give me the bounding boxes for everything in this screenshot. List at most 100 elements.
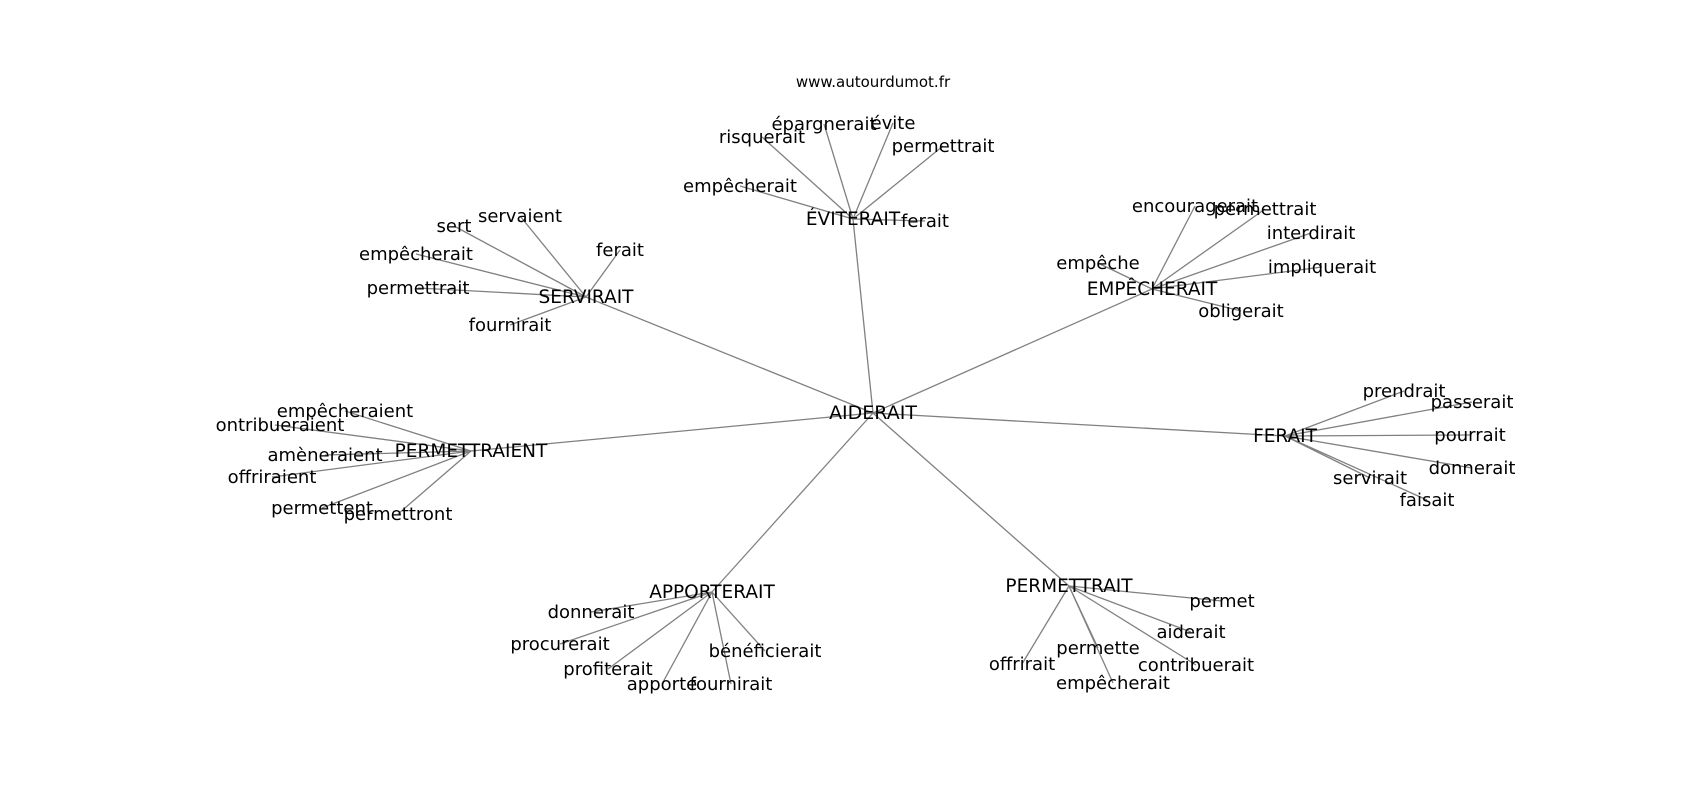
- leaf-node-label: faisait: [1400, 490, 1455, 511]
- leaf-node-label: contribuerait: [1138, 655, 1254, 676]
- leaf-node-label: apporte: [627, 674, 697, 695]
- edge-root-to-hub: [872, 412, 1286, 437]
- edge-hub-to-leaf: [321, 450, 472, 509]
- leaf-node-label: bénéficierait: [709, 641, 822, 662]
- leaf-node-label: encouragerait: [1132, 196, 1258, 217]
- edge-hub-to-leaf: [711, 591, 766, 652]
- edge-hub-to-leaf: [1284, 435, 1473, 469]
- leaf-node-label: procurerait: [510, 634, 609, 655]
- leaf-node-label: donnerait: [548, 602, 635, 623]
- edge-hub-to-leaf: [1068, 585, 1223, 602]
- edge-hub-to-leaf: [1151, 205, 1196, 290]
- leaf-node-label: fournirait: [469, 315, 552, 336]
- leaf-node-label: impliquerait: [1268, 257, 1376, 278]
- leaf-node-label: empêcherait: [683, 176, 797, 197]
- edge-hub-to-leaf: [397, 450, 472, 515]
- watermark: www.autourdumot.fr: [796, 73, 951, 91]
- leaf-node-label: interdirait: [1267, 223, 1356, 244]
- leaf-node-label: obligerait: [1198, 301, 1283, 322]
- hub-node-label: APPORTERAIT: [649, 582, 775, 603]
- hub-node-label: EMPÊCHERAIT: [1087, 278, 1218, 300]
- edge-hub-to-leaf: [453, 225, 587, 298]
- leaf-node-label: servirait: [1333, 468, 1407, 489]
- leaf-node-label: empêcheraient: [277, 401, 413, 422]
- leaf-node-label: permettrait: [1214, 199, 1317, 220]
- edge-root-to-hub: [711, 412, 874, 593]
- edge-hub-to-leaf: [739, 185, 854, 220]
- edge-hub-to-leaf: [1284, 434, 1471, 437]
- edge-hub-to-leaf: [1151, 266, 1323, 290]
- edge-hub-to-leaf: [271, 450, 472, 478]
- edge-hub-to-leaf: [1284, 401, 1473, 437]
- edges-layer: [271, 122, 1473, 685]
- edge-hub-to-leaf: [519, 215, 587, 298]
- edge-hub-to-leaf: [1151, 208, 1266, 290]
- edge-hub-to-leaf: [417, 287, 587, 298]
- leaf-node-label: risquerait: [719, 127, 805, 148]
- leaf-node-label: servaient: [478, 206, 562, 227]
- edge-hub-to-leaf: [590, 591, 713, 613]
- edge-hub-to-leaf: [324, 450, 472, 456]
- edge-hub-to-leaf: [1151, 288, 1242, 312]
- hub-node-label: PERMETTRAIENT: [395, 441, 548, 462]
- edge-hub-to-leaf: [1097, 262, 1153, 290]
- edge-hub-to-leaf: [711, 591, 732, 685]
- root-node-label: AIDERAIT: [829, 402, 917, 424]
- hub-node-label: ÉVITERAIT: [806, 208, 901, 230]
- leaf-node-label: empêcherait: [359, 244, 473, 265]
- leaf-node-label: contribueraient: [206, 415, 345, 436]
- hub-node-label: SERVIRAIT: [539, 287, 635, 308]
- leaf-node-label: passerait: [1431, 392, 1514, 413]
- leaf-node-label: fournirait: [690, 674, 773, 695]
- edge-hub-to-leaf: [1068, 585, 1114, 684]
- edge-hub-to-leaf: [1284, 435, 1428, 501]
- edge-hub-to-leaf: [852, 218, 926, 222]
- leaf-node-label: sert: [437, 216, 472, 237]
- edge-root-to-hub: [470, 412, 874, 452]
- edge-root-to-hub: [852, 218, 874, 414]
- edge-hub-to-leaf: [415, 253, 587, 298]
- edge-hub-to-leaf: [823, 123, 854, 220]
- edge-hub-to-leaf: [274, 424, 472, 452]
- leaf-node-label: amèneraient: [267, 445, 382, 466]
- leaf-node-label: ferait: [901, 211, 949, 232]
- edge-hub-to-leaf: [1068, 585, 1197, 666]
- edge-hub-to-leaf: [661, 591, 713, 685]
- edge-root-to-hub: [585, 296, 874, 414]
- leaf-node-label: empêcherait: [1056, 673, 1170, 694]
- leaf-node-label: profiterait: [563, 659, 652, 680]
- edge-hub-to-leaf: [559, 591, 713, 645]
- edge-hub-to-leaf: [585, 249, 621, 298]
- edge-hub-to-leaf: [1284, 390, 1405, 437]
- edge-hub-to-leaf: [344, 410, 472, 452]
- edge-hub-to-leaf: [1068, 585, 1192, 633]
- labels-layer: AIDERAIT ÉVITERAIT risqueraitépargneraitév…: [206, 113, 1516, 695]
- leaf-node-label: permet: [1189, 591, 1254, 612]
- hub-node-label: PERMETTRAIT: [1005, 576, 1133, 597]
- edge-hub-to-leaf: [761, 136, 854, 220]
- leaf-node-label: empêche: [1056, 253, 1140, 274]
- leaf-node-label: évite: [871, 113, 916, 134]
- edge-hub-to-leaf: [509, 296, 587, 326]
- leaf-node-label: permettent: [271, 498, 373, 519]
- leaf-node-label: aiderait: [1156, 622, 1225, 643]
- leaf-node-label: permettrait: [367, 278, 470, 299]
- leaf-node-label: permettrait: [892, 136, 995, 157]
- edge-hub-to-leaf: [852, 122, 894, 220]
- leaf-node-label: ferait: [596, 240, 644, 261]
- leaf-node-label: offrirait: [989, 654, 1055, 675]
- leaf-node-label: prendrait: [1363, 381, 1446, 402]
- leaf-node-label: permettront: [344, 504, 453, 525]
- leaf-node-label: permette: [1056, 638, 1139, 659]
- leaf-node-label: pourrait: [1434, 425, 1505, 446]
- hub-node-label: FERAIT: [1253, 426, 1318, 447]
- leaf-node-label: épargnerait: [771, 114, 876, 135]
- edge-hub-to-leaf: [1151, 232, 1312, 290]
- edge-hub-to-leaf: [607, 591, 713, 670]
- edge-hub-to-leaf: [1021, 585, 1070, 665]
- edge-root-to-hub: [872, 288, 1153, 414]
- edge-hub-to-leaf: [852, 145, 944, 220]
- leaf-node-label: offriraient: [228, 467, 317, 488]
- leaf-node-label: donnerait: [1429, 458, 1516, 479]
